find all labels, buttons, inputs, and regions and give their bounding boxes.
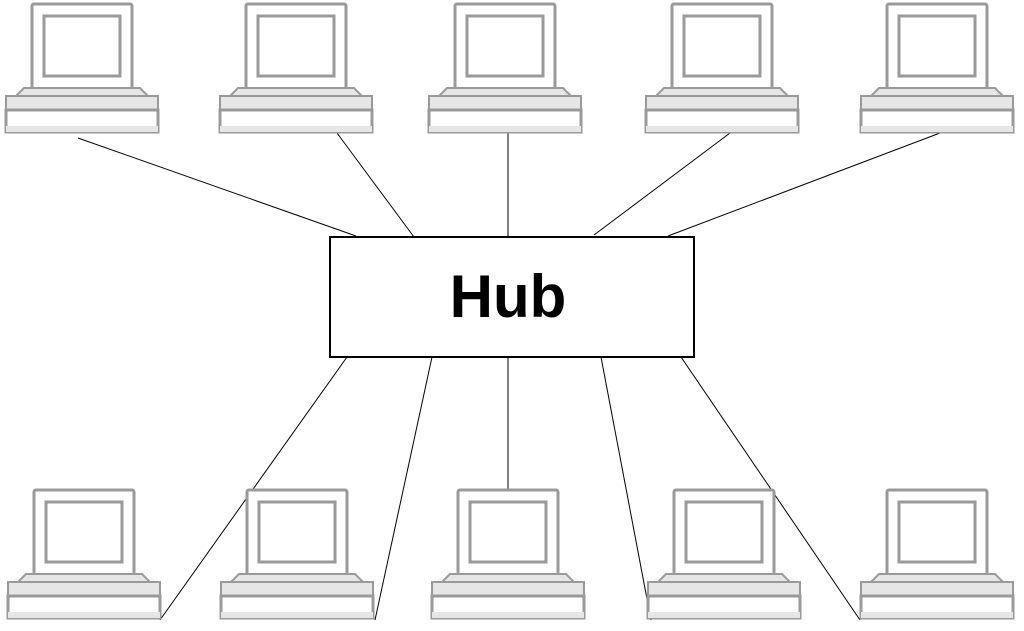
connection-line (374, 356, 433, 621)
base-shadow (6, 126, 158, 132)
keyboard-tray (653, 87, 791, 97)
keyboard-tray (868, 87, 1006, 97)
base-shadow (8, 612, 160, 618)
computer-icon-top-1 (4, 2, 160, 134)
keyboard-tray (439, 573, 577, 583)
keyboard-tray (655, 573, 793, 583)
base-shadow (861, 126, 1013, 132)
base-shadow (429, 126, 581, 132)
computer-icon-top-2 (218, 2, 374, 134)
computer-icon-top-5 (859, 2, 1015, 134)
base-body (220, 581, 374, 597)
base-body (647, 581, 801, 597)
base-body (219, 95, 373, 111)
base-shadow (861, 612, 1013, 618)
connection-line (593, 132, 731, 236)
base-body (860, 581, 1014, 597)
base-shadow (648, 612, 800, 618)
keyboard-tray (13, 87, 151, 97)
base-body (5, 95, 159, 111)
monitor-screen (465, 14, 545, 78)
monitor-screen (257, 500, 337, 564)
base-body (860, 95, 1014, 111)
computer-icon-bottom-5 (859, 488, 1015, 620)
keyboard-tray (15, 573, 153, 583)
monitor-screen (897, 500, 977, 564)
base-shadow (646, 126, 798, 132)
monitor-screen (468, 500, 548, 564)
keyboard-tray (228, 573, 366, 583)
hub-box: Hub (329, 236, 695, 358)
computer-icon-bottom-2 (219, 488, 375, 620)
connection-line (77, 137, 357, 237)
base-body (428, 95, 582, 111)
monitor-screen (684, 500, 764, 564)
monitor-screen (897, 14, 977, 78)
hub-label: Hub (450, 263, 567, 330)
base-body (645, 95, 799, 111)
base-body (431, 581, 585, 597)
connection-line (600, 356, 652, 621)
computer-icon-bottom-3 (430, 488, 586, 620)
hub-rectangle (329, 236, 695, 358)
keyboard-tray (868, 573, 1006, 583)
base-shadow (220, 126, 372, 132)
connection-line (667, 132, 941, 237)
base-shadow (432, 612, 584, 618)
monitor-screen (44, 500, 124, 564)
monitor-screen (256, 14, 336, 78)
computer-icon-top-3 (427, 2, 583, 134)
computer-icon-top-4 (644, 2, 800, 134)
keyboard-tray (436, 87, 574, 97)
base-shadow (221, 612, 373, 618)
connection-line (336, 132, 415, 238)
base-body (7, 581, 161, 597)
computers (4, 2, 1015, 620)
monitor-screen (682, 14, 762, 78)
computer-icon-bottom-4 (646, 488, 802, 620)
computer-icon-bottom-1 (6, 488, 162, 620)
monitor-screen (42, 14, 122, 78)
keyboard-tray (227, 87, 365, 97)
